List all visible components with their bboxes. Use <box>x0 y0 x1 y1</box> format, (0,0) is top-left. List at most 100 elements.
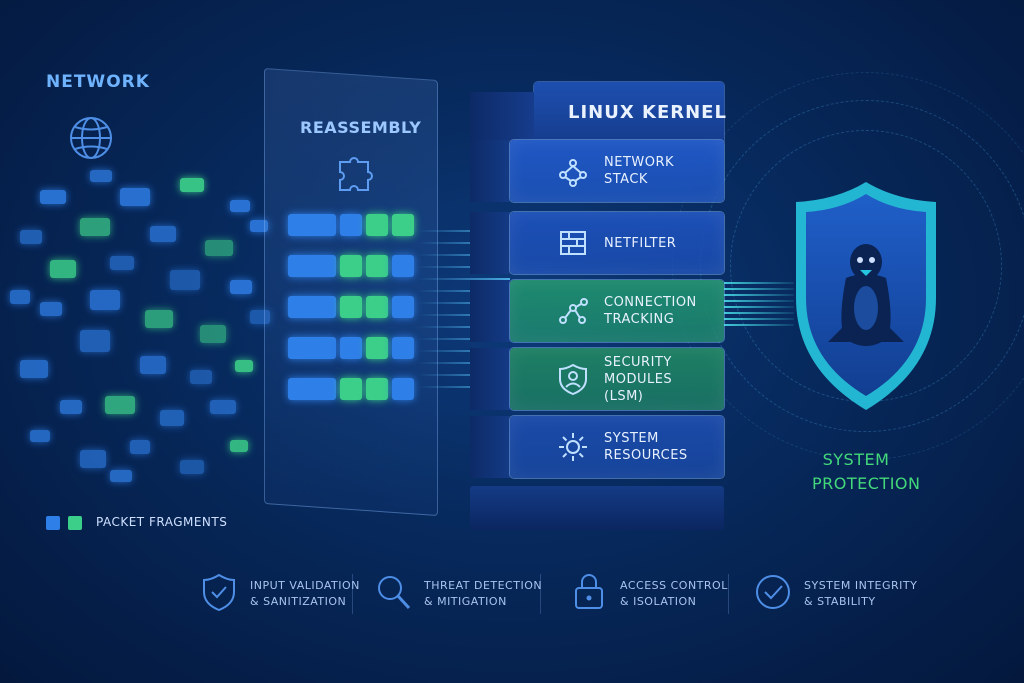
kernel-layer-label-line: STACK <box>604 172 648 187</box>
packet-fragment <box>120 188 150 206</box>
reassembled-fragment <box>288 337 336 359</box>
reassembled-fragment <box>392 378 414 400</box>
reassembled-fragment <box>366 378 388 400</box>
stream-line <box>418 338 510 340</box>
packet-fragment <box>145 310 173 328</box>
reassembled-fragment <box>392 214 414 236</box>
network-nodes-icon <box>559 159 587 187</box>
kernel-layer-label-line: NETWORK <box>604 155 675 170</box>
packet-fragment <box>110 470 132 482</box>
feature-text: ACCESS CONTROL& ISOLATION <box>620 579 728 608</box>
packet-fragment <box>160 410 184 426</box>
kernel-layer-label-line: MODULES <box>604 371 673 387</box>
packet-fragment <box>230 200 250 212</box>
packet-fragment <box>140 356 166 374</box>
packet-fragment <box>180 460 204 474</box>
kernel-layer <box>510 280 724 342</box>
stream-line <box>724 300 794 302</box>
reassembled-fragment <box>366 214 388 236</box>
reassembled-fragment <box>340 296 362 318</box>
legend-blue-swatch <box>46 516 60 530</box>
reassembled-fragment <box>288 214 336 236</box>
packet-fragment <box>235 360 253 372</box>
kernel-layer-label-line: (LSM) <box>604 388 644 404</box>
reassembled-fragment <box>340 214 362 236</box>
kernel-layer-side <box>470 348 510 410</box>
feature-text: THREAT DETECTION& MITIGATION <box>424 579 543 608</box>
packet-fragment <box>20 360 48 378</box>
reassembled-fragment <box>340 378 362 400</box>
packet-fragment <box>105 396 135 414</box>
divider <box>728 574 729 614</box>
shield-check-icon <box>203 573 235 612</box>
kernel-header-block <box>534 82 724 144</box>
packet-fragment <box>80 450 106 468</box>
kernel-layer-label: CONNECTION TRACKING <box>604 294 697 328</box>
packet-fragment <box>30 430 50 442</box>
packet-fragment <box>110 256 134 270</box>
kernel-layer-label-line: SYSTEM <box>604 431 659 446</box>
kernel-side-top <box>470 92 534 144</box>
firewall-icon <box>560 231 586 255</box>
stream-line <box>418 362 510 364</box>
stream-line <box>724 324 794 326</box>
reassembled-fragment <box>288 255 336 277</box>
stream-line <box>724 282 794 284</box>
packet-fragment <box>150 226 176 242</box>
stream-line <box>418 314 510 316</box>
reassembled-fragment <box>288 296 336 318</box>
packet-fragment <box>190 370 212 384</box>
kernel-layer <box>510 348 724 410</box>
packet-fragment <box>90 170 112 182</box>
check-circle-icon <box>756 575 790 609</box>
globe-icon <box>70 117 112 159</box>
stream-line <box>418 266 510 268</box>
kernel-layer-label-line: TRACKING <box>604 312 675 327</box>
system-protection-line1: SYSTEM <box>822 450 890 469</box>
stream-line <box>418 302 510 304</box>
packet-fragment <box>60 400 82 414</box>
kernel-layer-label-line: CONNECTION <box>604 295 697 310</box>
reassembled-fragment <box>366 337 388 359</box>
kernel-layer-side <box>470 280 510 342</box>
stream-line <box>418 374 510 376</box>
stream-line <box>418 290 510 292</box>
kernel-base-block <box>470 486 724 530</box>
packet-fragment <box>170 270 200 290</box>
stream-line <box>418 350 510 352</box>
packet-fragment-cloud <box>0 160 300 482</box>
kernel-layer-side <box>470 416 510 478</box>
lock-icon <box>575 574 603 609</box>
packet-fragment <box>90 290 120 310</box>
feature-text: SYSTEM INTEGRITY& STABILITY <box>804 579 918 608</box>
puzzle-icon <box>339 157 373 191</box>
packet-fragment <box>80 330 110 352</box>
kernel-layer-side <box>470 140 510 202</box>
stream-line <box>724 288 794 290</box>
reassembled-fragment <box>392 337 414 359</box>
stream-line <box>418 254 510 256</box>
packet-fragment <box>230 280 252 294</box>
stream-line <box>724 294 794 296</box>
reassembled-fragment <box>288 378 336 400</box>
stream-line <box>418 230 510 232</box>
reassembled-fragment <box>392 255 414 277</box>
feature-text: INPUT VALIDATION& SANITIZATION <box>250 579 360 608</box>
stream-line <box>418 278 510 280</box>
kernel-layer-label-line: NETFILTER <box>604 235 677 251</box>
stream-line <box>724 306 794 308</box>
packet-fragment <box>205 240 233 256</box>
legend-green-swatch <box>68 516 82 530</box>
kernel-title: LINUX KERNEL <box>568 102 727 123</box>
kernel-layer-label: NETFILTER <box>604 235 676 252</box>
packet-fragment <box>210 400 236 414</box>
kernel-layer <box>510 416 724 478</box>
packet-fragment <box>180 178 204 192</box>
packet-fragment <box>50 260 76 278</box>
kernel-layer-side <box>470 212 510 274</box>
divider <box>352 574 353 614</box>
stream-line <box>418 386 510 388</box>
stream-line <box>724 312 794 314</box>
